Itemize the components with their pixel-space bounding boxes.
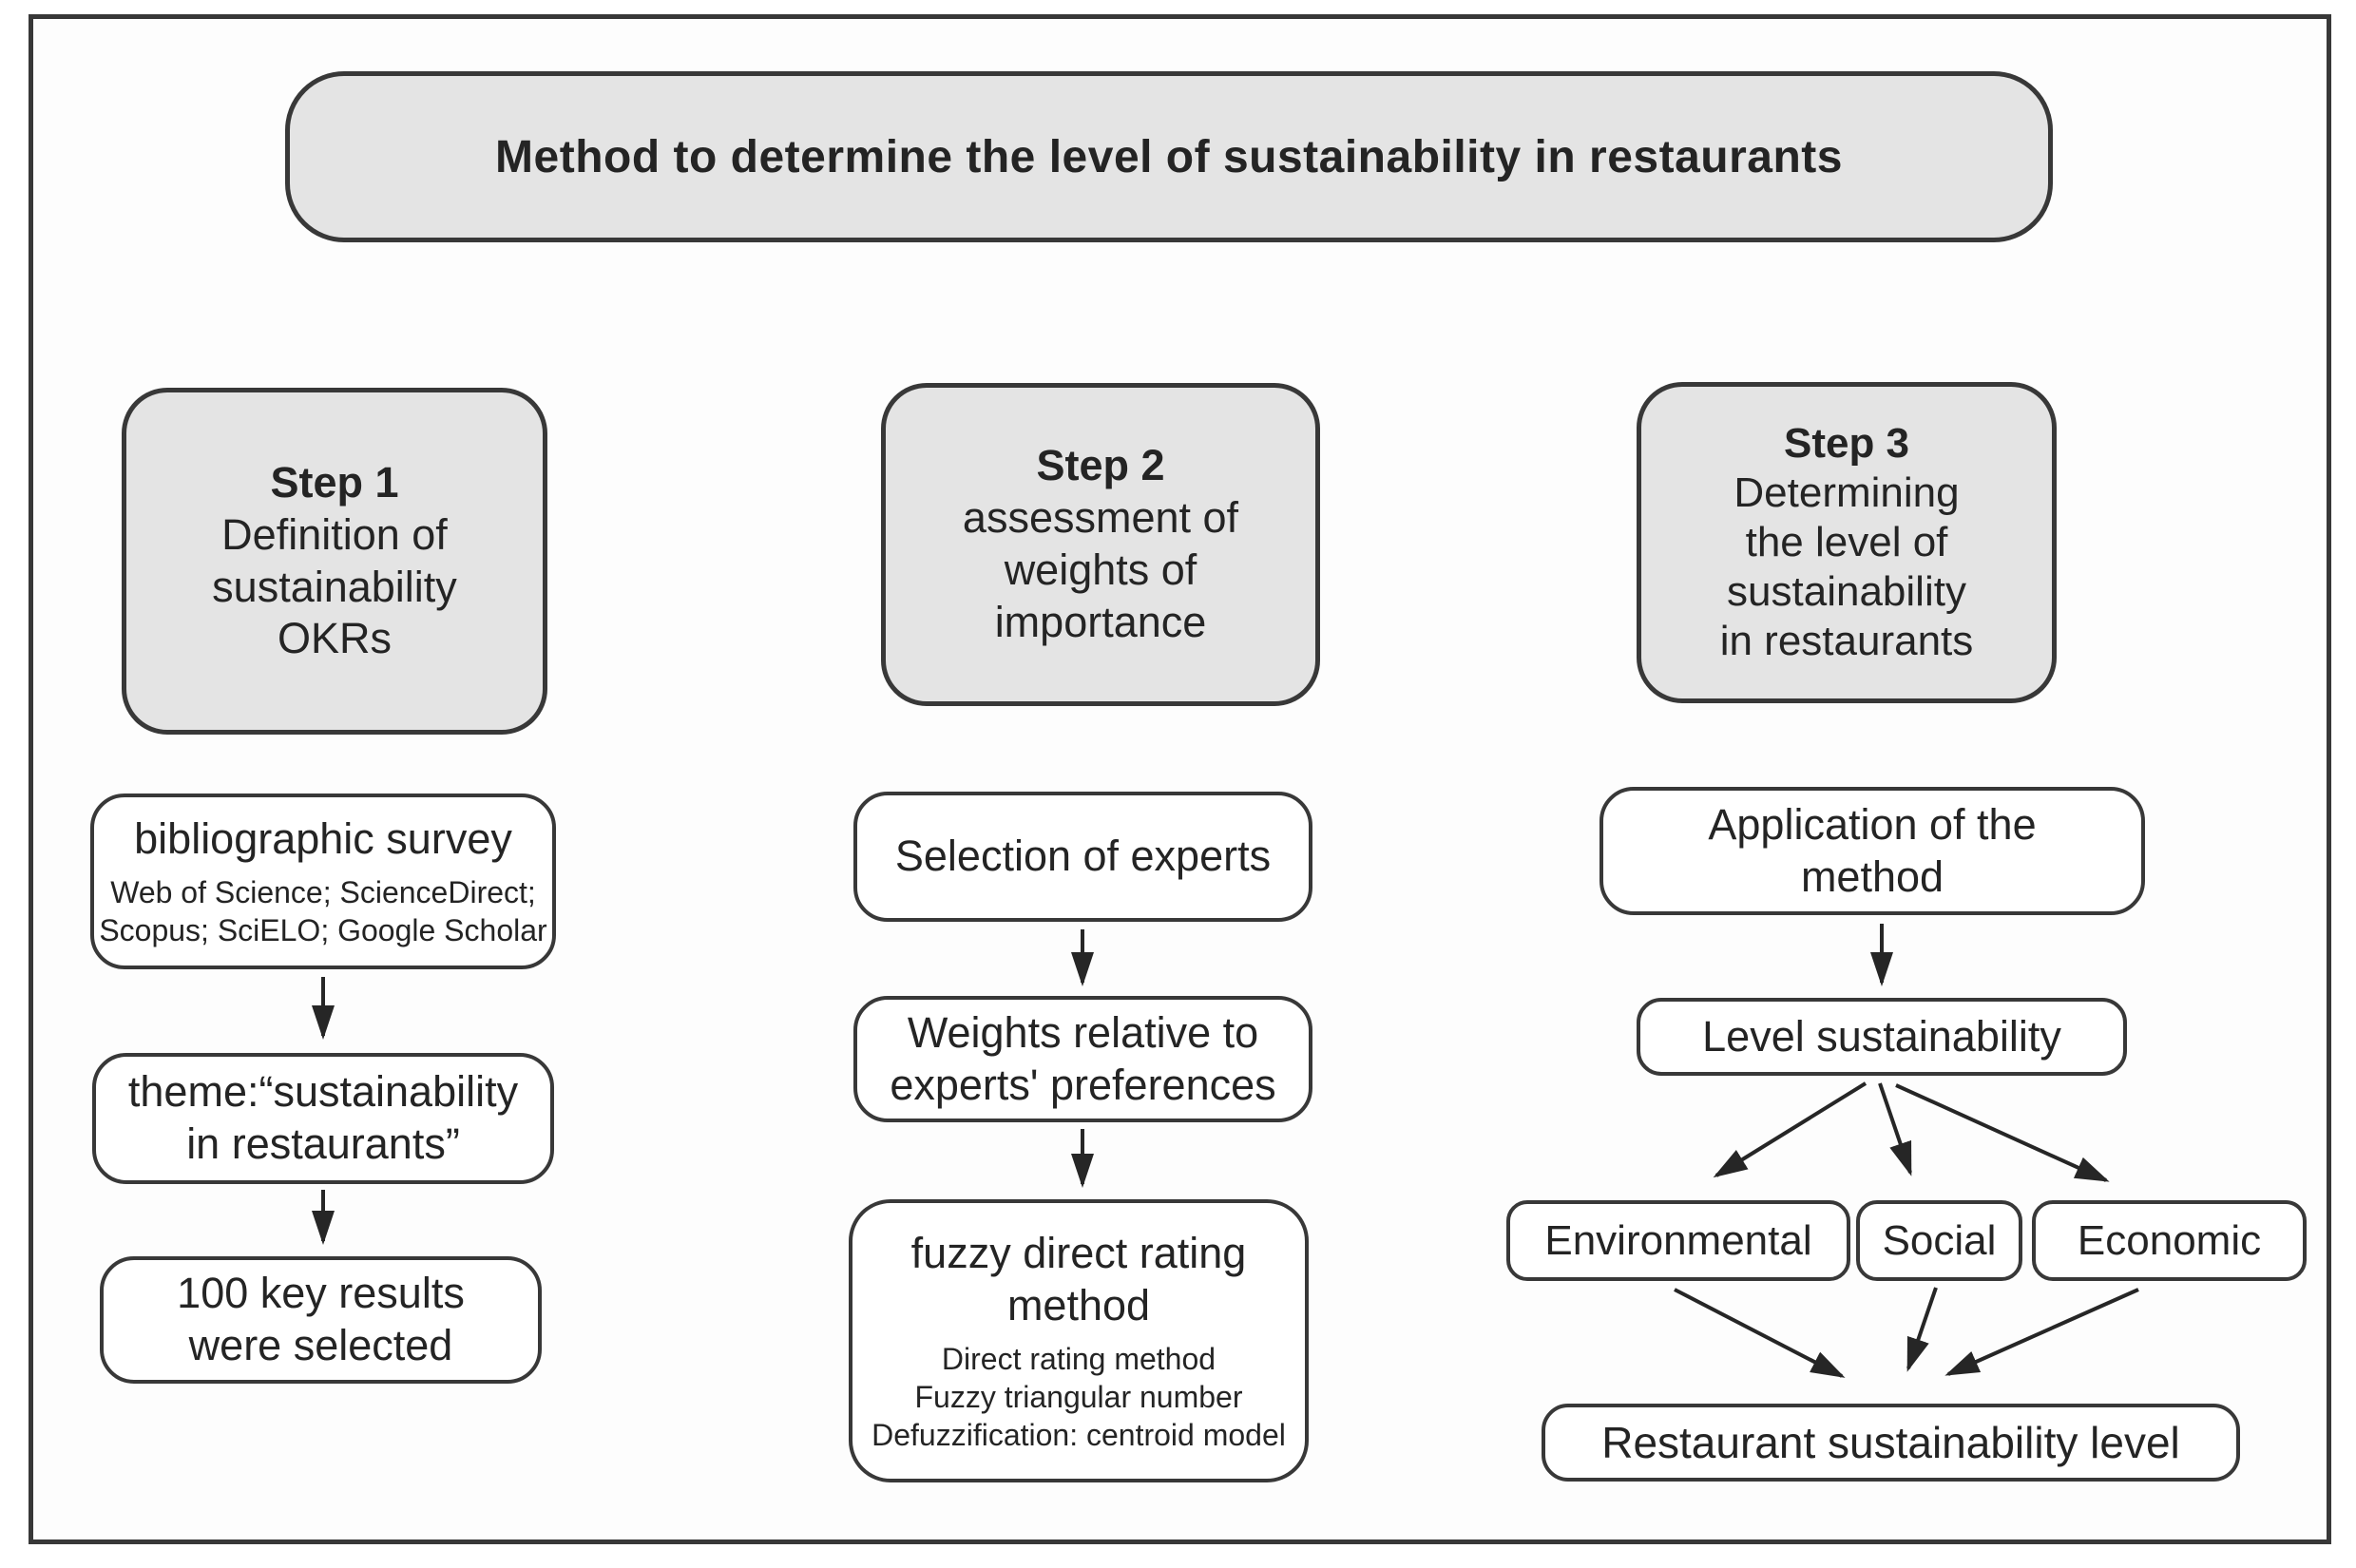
dimension-economic-box: Economic [2032,1200,2307,1281]
step2-header-box: Step 2 assessment of weights of importan… [881,383,1320,706]
step2-weights-box: Weights relative to experts' preferences [853,996,1312,1122]
theme-line-2: in restaurants” [186,1119,460,1168]
application-line-2: method [1800,851,1944,901]
weights-line-2: experts' preferences [890,1060,1276,1109]
dimension-environmental-box: Environmental [1506,1200,1850,1281]
step2-header-line: importance [994,597,1207,646]
social-label: Social [1882,1216,1997,1264]
survey-title: bibliographic survey [134,814,512,864]
dimension-social-box: Social [1856,1200,2022,1281]
step1-header-line: Definition of [221,509,448,559]
fuzzy-title-2: method [1006,1281,1151,1329]
step2-header-line: assessment of [962,493,1239,543]
step3-label: Step 3 [1783,420,1910,468]
step1-header-box: Step 1 Definition of sustainability OKRs [122,388,547,735]
step1-results-box: 100 key results were selected [100,1256,542,1384]
step3-final-box: Restaurant sustainability level [1542,1404,2240,1482]
step1-header-line: sustainability [212,562,457,611]
step1-header-line: OKRs [277,614,392,663]
step3-header-line: the level of [1745,519,1948,566]
survey-sources-2: Scopus; SciELO; Google Scholar [99,912,547,947]
final-label: Restaurant sustainability level [1601,1417,2180,1467]
results-line-2: were selected [188,1321,453,1369]
step3-application-box: Application of the method [1599,787,2145,915]
step3-header-line: in restaurants [1719,617,1974,664]
application-line-1: Application of the [1708,799,2037,849]
step1-survey-box: bibliographic survey Web of Science; Sci… [90,794,556,969]
step1-label: Step 1 [270,457,399,507]
page-title: Method to determine the level of sustain… [495,131,1843,182]
title-box: Method to determine the level of sustain… [285,71,2053,242]
fuzzy-title-1: fuzzy direct rating [910,1229,1247,1278]
step3-header-line: sustainability [1727,567,1966,615]
step1-theme-box: theme:“sustainability in restaurants” [92,1053,554,1184]
fuzzy-detail-1: Direct rating method [941,1341,1216,1376]
step2-fuzzy-box: fuzzy direct rating method Direct rating… [849,1199,1309,1482]
step2-experts-box: Selection of experts [853,792,1312,922]
experts-label: Selection of experts [894,832,1272,881]
survey-sources-1: Web of Science; ScienceDirect; [110,874,536,909]
fuzzy-details: Direct rating method Fuzzy triangular nu… [872,1340,1286,1454]
theme-line-1: theme:“sustainability [127,1067,519,1117]
weights-line-1: Weights relative to [907,1007,1259,1057]
survey-sources-line: Web of Science; ScienceDirect; Scopus; S… [99,873,546,949]
step3-header-line: Determining [1733,469,1960,517]
level-label: Level sustainability [1702,1011,2061,1061]
results-line-1: 100 key results [177,1269,465,1318]
step2-label: Step 2 [1036,441,1165,490]
step3-header-box: Step 3 Determining the level of sustaina… [1637,382,2057,703]
fuzzy-detail-3: Defuzzification: centroid model [872,1417,1286,1452]
step3-level-box: Level sustainability [1637,998,2127,1076]
fuzzy-detail-2: Fuzzy triangular number [914,1379,1243,1414]
step2-header-line: weights of [1004,545,1197,594]
economic-label: Economic [2077,1216,2262,1264]
environmental-label: Environmental [1544,1216,1812,1264]
